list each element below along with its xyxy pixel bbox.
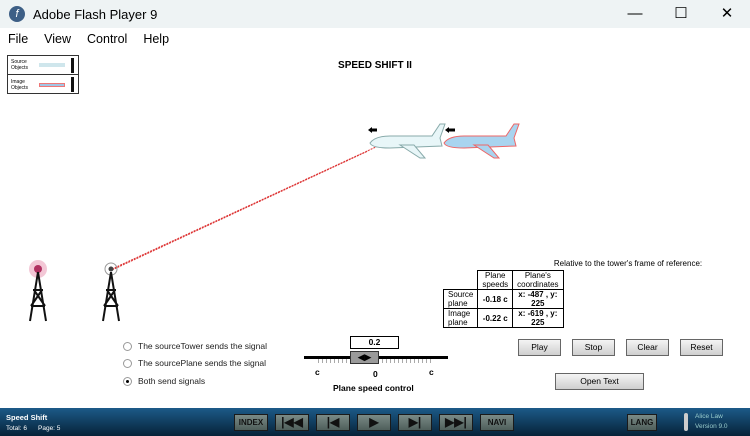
last-page-button[interactable]: ▶▶| [439,414,473,431]
signal-lines [111,145,379,271]
reference-caption: Relative to the tower's frame of referen… [553,259,703,268]
reset-button[interactable]: Reset [680,339,723,356]
tower-icon [71,77,74,92]
lang-button[interactable]: LANG [627,414,657,431]
radio-label: The sourceTower sends the signal [138,341,267,351]
radio-source-plane[interactable]: The sourcePlane sends the signal [123,358,266,368]
footer-bar: Speed Shift Total: 6 Page: 5 INDEX |◀◀ |… [0,408,750,436]
source-speed: -0.18 c [477,289,514,309]
maximize-button[interactable]: ☐ [674,5,688,22]
footer-author: Alice Law [695,413,723,420]
menu-file[interactable]: File [8,32,29,46]
legend-image: Image Objects [11,78,28,91]
header-coords: Plane's coordinates [512,270,564,290]
image-speed: -0.22 c [477,308,514,328]
play-button[interactable]: Play [518,339,561,356]
radio-label: The sourcePlane sends the signal [138,358,267,368]
close-button[interactable]: ✕ [720,5,734,22]
slider-max-label: c [429,367,434,377]
speed-slider-thumb[interactable]: ◀▶ [350,351,379,364]
flash-icon: f [9,6,25,22]
author-logo-icon [684,413,688,431]
footer-total: Total: 6 [6,425,27,432]
first-page-button[interactable]: |◀◀ [275,414,309,431]
slider-min-label: c [315,367,320,377]
source-plane-icon [368,123,446,159]
radio-source-tower[interactable]: The sourceTower sends the signal [123,341,267,351]
speed-value-box: 0.2 [350,336,399,349]
header-speeds: Plane speeds [477,270,514,290]
footer-page: Page: 5 [38,425,61,432]
radio-both[interactable]: Both send signals [123,376,205,386]
flash-stage: Source Objects Image Objects SPEED SHIFT… [0,50,750,408]
title-bar: f Adobe Flash Player 9 — ☐ ✕ [0,0,750,28]
image-plane-icon [39,82,65,87]
minimize-button[interactable]: — [627,5,643,22]
slider-label: Plane speed control [333,383,414,393]
footer-version: Version 9.0 [695,423,728,430]
source-tower-icon [102,262,120,322]
play-nav-button[interactable]: ▶ [357,414,391,431]
row-label: Image plane [442,308,479,328]
radio-label: Both send signals [138,376,206,386]
row-label: Source plane [442,289,479,309]
slider-center-label: 0 [373,369,378,379]
source-coords: x: -487 , y: 225 [512,289,564,309]
window-title: Adobe Flash Player 9 [33,6,158,22]
legend-source: Source Objects [11,59,28,71]
previous-page-button[interactable]: |◀ [316,414,350,431]
source-plane-icon [39,63,65,67]
menu-control[interactable]: Control [87,32,128,46]
scene [29,123,520,322]
image-tower-icon [29,260,47,322]
next-page-button[interactable]: ▶| [398,414,432,431]
menu-view[interactable]: View [44,32,72,46]
menu-bar: File View Control Help [0,28,750,50]
open-text-button[interactable]: Open Text [555,373,644,390]
image-plane-icon [443,123,520,159]
image-coords: x: -619 , y: 225 [512,308,564,328]
footer-title: Speed Shift [6,413,48,422]
tower-icon [71,57,74,73]
stop-button[interactable]: Stop [572,339,615,356]
navi-button[interactable]: NAVI [480,414,514,431]
index-button[interactable]: INDEX [234,414,268,431]
clear-button[interactable]: Clear [626,339,669,356]
objects-legend: Source Objects Image Objects [7,55,79,94]
menu-help[interactable]: Help [143,32,170,46]
page-title: SPEED SHIFT II [338,60,412,71]
